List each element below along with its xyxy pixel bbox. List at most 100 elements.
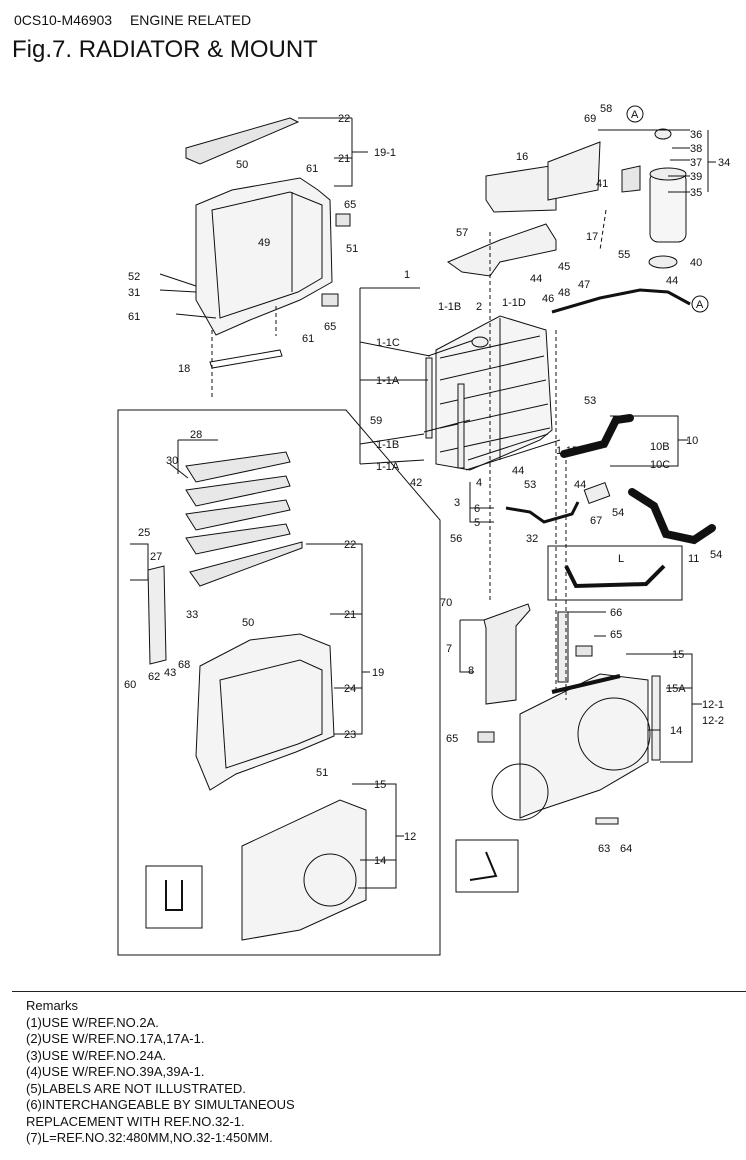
remark-line: (3)USE W/REF.NO.24A. [26, 1047, 167, 1063]
part-1-radiator [435, 315, 553, 471]
remarks-title: Remarks [26, 998, 79, 1013]
header-code-line: 0CS10-M46903 ENGINE RELATED [14, 12, 265, 28]
remarks-divider [12, 991, 746, 992]
callout-10C: 10C [650, 459, 670, 471]
remark-line: (6)INTERCHANGEABLE BY SIMULTANEOUS [26, 1097, 295, 1112]
part-44-overflow-hose [551, 288, 691, 314]
callout-23: 23 [344, 729, 356, 741]
inset-frame [117, 409, 441, 956]
callout-50: 50 [242, 617, 254, 629]
callout-65: 65 [344, 199, 356, 211]
callout-53: 53 [524, 479, 536, 491]
callout-31: 31 [128, 287, 140, 299]
callout-22: 22 [344, 539, 356, 551]
callout-21: 21 [338, 153, 350, 165]
callout-12: 12 [404, 831, 416, 843]
callout-59: 59 [370, 415, 382, 427]
callout-8: 8 [468, 665, 474, 677]
callout-58: 58 [600, 103, 612, 115]
remarks-section: Remarks (1)USE W/REF.NO.2A. (2)USE W/REF… [26, 998, 295, 1147]
part-category: ENGINE RELATED [129, 12, 252, 28]
callout-63: 63 [598, 843, 610, 855]
callout-43: 43 [164, 667, 176, 679]
callout-15: 15 [374, 779, 386, 791]
callout-55: 55 [618, 249, 630, 261]
figure-title: Fig.7. RADIATOR & MOUNT [12, 36, 318, 63]
callout-18: 18 [178, 363, 190, 375]
callout-53: 53 [584, 395, 596, 407]
callout-44: 44 [574, 479, 586, 491]
callout-a-marker: A [696, 299, 704, 311]
callout-19-1: 19-1 [374, 147, 396, 159]
callout-42: 42 [410, 477, 422, 489]
remark-line: (5)LABELS ARE NOT ILLUSTRATED. [26, 1080, 246, 1096]
callout-65: 65 [324, 321, 336, 333]
remark-line: (7)L=REF.NO.32:480MM,NO.32-1:450MM. [26, 1130, 273, 1145]
callout-70: 70 [440, 597, 452, 609]
callout-27: 27 [150, 551, 162, 563]
remark-line: REPLACEMENT WITH REF.NO.32-1. [26, 1113, 245, 1129]
callout-46: 46 [542, 293, 554, 305]
callout-10: 10 [686, 435, 698, 447]
exploded-parts-diagram: 22 21 19-1 50 61 65 51 49 52 31 61 61 65… [117, 103, 730, 956]
callout-69: 69 [584, 113, 596, 125]
part-35-reserve-tank [649, 171, 687, 243]
callout-11: 11 [688, 553, 699, 565]
callout-48: 48 [558, 287, 570, 299]
part-16-bracket [485, 165, 557, 213]
callout-45: 45 [558, 261, 570, 273]
callout-1-1C: 1-1C [376, 337, 400, 349]
callout-54: 54 [612, 507, 624, 519]
callout-3: 3 [454, 497, 460, 509]
callout-2: 2 [476, 301, 482, 313]
callout-19: 19 [372, 667, 384, 679]
callout-57: 57 [456, 227, 468, 239]
callout-61: 61 [128, 311, 140, 323]
inset-part-12-fan-shroud [241, 799, 367, 941]
callout-62: 62 [148, 671, 160, 683]
part-12-1-fan-shroud [519, 673, 649, 819]
callout-41: 41 [596, 178, 608, 190]
part-32-drain-pipe [505, 501, 580, 524]
remark-line: (4)USE W/REF.NO.39A,39A-1. [26, 1064, 205, 1079]
part-22-top-cover [185, 117, 300, 165]
callout-6: 6 [474, 503, 480, 515]
callout-1-1A: 1-1A [376, 461, 400, 473]
callout-51: 51 [346, 243, 358, 255]
callout-12-2: 12-2 [702, 715, 724, 727]
callout-4: 4 [476, 477, 482, 489]
callout-61: 61 [302, 333, 314, 345]
callout-15: 15 [672, 649, 684, 661]
callout-30: 30 [166, 455, 178, 467]
callout-44: 44 [512, 465, 524, 477]
callout-67: 67 [590, 515, 602, 527]
callout-1-1D: 1-1D [502, 297, 526, 309]
callout-length-L: L [618, 553, 624, 565]
callout-68: 68 [178, 659, 190, 671]
callout-28: 28 [190, 429, 202, 441]
callout-34: 34 [718, 157, 730, 169]
callout-38: 38 [690, 143, 702, 155]
part-10-upper-hose [560, 414, 634, 458]
callout-1: 1 [404, 269, 410, 281]
callout-44: 44 [530, 273, 542, 285]
callout-14: 14 [670, 725, 682, 737]
callout-52: 52 [128, 271, 140, 283]
callout-16: 16 [516, 151, 528, 163]
callout-17: 17 [586, 231, 598, 243]
part-7-bracket [483, 603, 531, 705]
remark-line: (2)USE W/REF.NO.17A,17A-1. [26, 1031, 205, 1046]
part-17-stay [446, 223, 557, 277]
callout-51: 51 [316, 767, 328, 779]
callout-39: 39 [690, 171, 702, 183]
callout-12-1: 12-1 [702, 699, 724, 711]
callout-21: 21 [344, 609, 356, 621]
callout-40: 40 [690, 257, 702, 269]
callout-32: 32 [526, 533, 538, 545]
callout-54: 54 [710, 549, 722, 561]
callout-1-1B: 1-1B [438, 301, 461, 313]
callout-64: 64 [620, 843, 632, 855]
callout-66: 66 [610, 607, 622, 619]
callout-15A: 15A [666, 683, 686, 695]
callout-50: 50 [236, 159, 248, 171]
